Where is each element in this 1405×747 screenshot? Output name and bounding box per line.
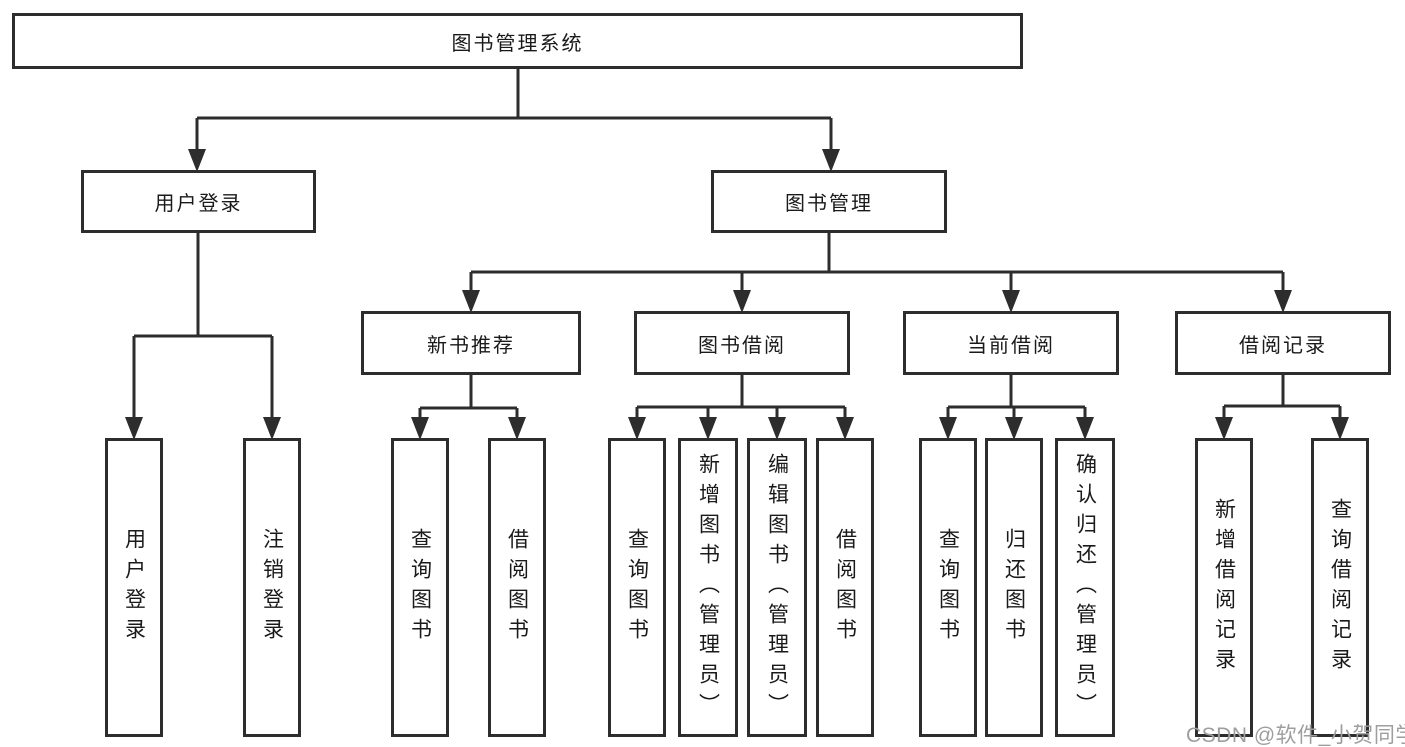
node-user-login-label: 用户登录 (154, 193, 243, 215)
leaf-records-query-record: 查询借阅记录 (1311, 438, 1369, 737)
node-book-borrow: 图书借阅 (634, 311, 850, 375)
leaf-borrow-borrow-books-label: 借阅图书 (833, 527, 857, 648)
node-root: 图书管理系统 (12, 13, 1023, 69)
leaf-recommend-borrow-books-label: 借阅图书 (505, 527, 529, 648)
leaf-current-return-books: 归还图书 (985, 438, 1043, 737)
leaf-logout-login-label: 注销登录 (260, 527, 284, 648)
leaf-current-query-books: 查询图书 (919, 438, 977, 737)
leaf-borrow-add-books-label: 新增图书（管理员） (696, 452, 720, 723)
leaf-records-add-record: 新增借阅记录 (1195, 438, 1253, 737)
leaf-recommend-borrow-books: 借阅图书 (488, 438, 546, 737)
leaf-current-return-books-label: 归还图书 (1002, 527, 1026, 648)
leaf-borrow-borrow-books: 借阅图书 (816, 438, 874, 737)
leaf-borrow-query-books-label: 查询图书 (625, 527, 649, 648)
leaf-borrow-query-books: 查询图书 (608, 438, 666, 737)
node-current-borrow-label: 当前借阅 (967, 334, 1055, 357)
node-book-management: 图书管理 (711, 170, 947, 233)
node-root-label: 图书管理系统 (451, 32, 584, 55)
leaf-current-query-books-label: 查询图书 (936, 527, 960, 648)
leaf-recommend-query-books-label: 查询图书 (408, 527, 432, 648)
leaf-recommend-query-books: 查询图书 (391, 438, 449, 737)
watermark: CSDN @软件_小贺同学 (1186, 724, 1405, 747)
leaf-borrow-edit-books: 编辑图书（管理员） (747, 438, 807, 737)
leaf-borrow-add-books: 新增图书（管理员） (678, 438, 738, 737)
node-book-borrow-label: 图书借阅 (698, 334, 786, 357)
leaf-borrow-edit-books-label: 编辑图书（管理员） (765, 452, 789, 723)
leaf-current-confirm-return-label: 确认归还（管理员） (1073, 452, 1097, 723)
node-user-login: 用户登录 (81, 170, 316, 233)
node-new-book-recommend: 新书推荐 (361, 311, 581, 375)
node-book-management-label: 图书管理 (785, 193, 873, 215)
node-new-book-recommend-label: 新书推荐 (427, 334, 515, 357)
node-borrow-records-label: 借阅记录 (1239, 334, 1327, 357)
node-current-borrow: 当前借阅 (903, 311, 1119, 375)
leaf-user-login: 用户登录 (105, 438, 163, 737)
leaf-logout-login: 注销登录 (243, 438, 301, 737)
leaf-current-confirm-return: 确认归还（管理员） (1055, 438, 1115, 737)
leaf-user-login-label: 用户登录 (122, 527, 146, 648)
node-borrow-records: 借阅记录 (1175, 311, 1391, 375)
leaf-records-query-record-label: 查询借阅记录 (1328, 497, 1352, 678)
leaf-records-add-record-label: 新增借阅记录 (1212, 497, 1236, 678)
